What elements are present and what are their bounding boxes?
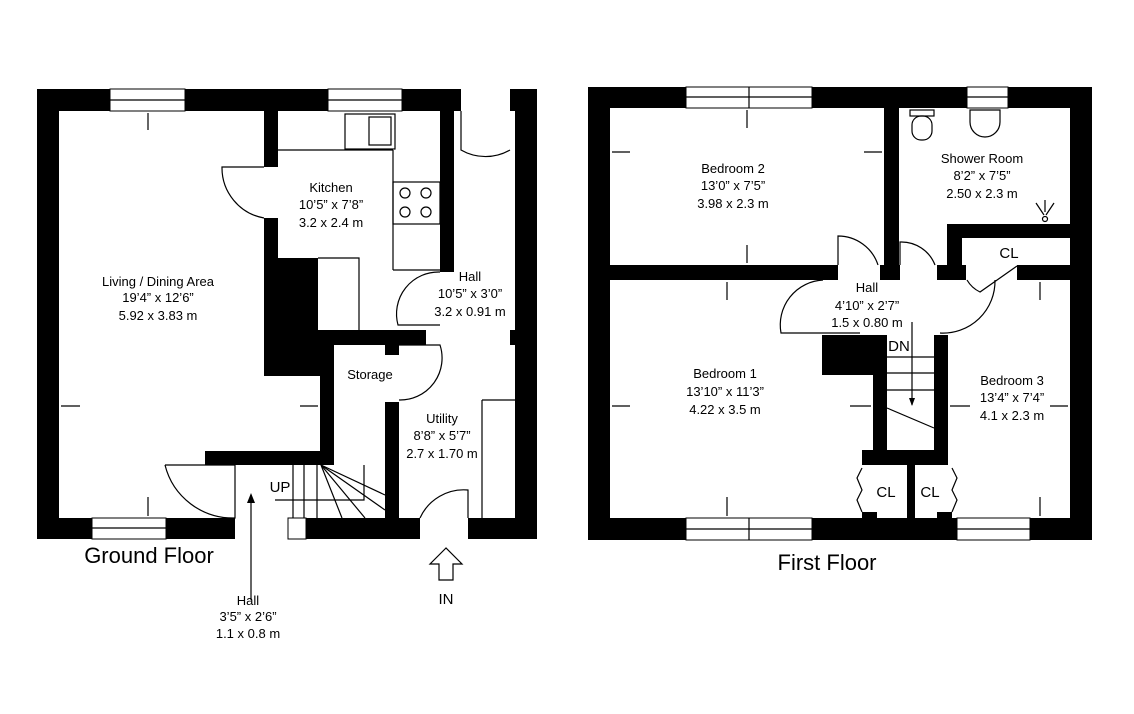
room-metric: 3.98 x 2.3 m (697, 196, 769, 211)
room-name: Living / Dining Area (102, 274, 215, 289)
entrance-arrow-icon (428, 547, 464, 581)
floor-title: First Floor (778, 550, 877, 575)
ground-floor-windows (91, 88, 403, 540)
room-imperial: 10’5” x 7’8” (299, 197, 363, 212)
toilet-icon (909, 109, 935, 117)
sink-icon (344, 113, 396, 150)
room-metric: 3.2 x 0.91 m (434, 304, 506, 319)
room-metric: 2.7 x 1.70 m (406, 446, 478, 461)
room-name: Kitchen (309, 180, 352, 195)
room-metric: 1.1 x 0.8 m (216, 626, 280, 641)
room-metric: 5.92 x 3.83 m (119, 308, 198, 323)
kitchen-fixtures (278, 113, 441, 330)
room-metric: 4.1 x 2.3 m (980, 408, 1044, 423)
room-name: Bedroom 2 (701, 161, 765, 176)
room-imperial: 13’0” x 7’5” (701, 178, 765, 193)
room-metric: 4.22 x 3.5 m (689, 402, 761, 417)
ground-floor-plan: Living / Dining Area 19’4” x 12’6” 5.92 … (37, 88, 537, 641)
room-name: Hall (237, 593, 260, 608)
basin-icon (969, 109, 1001, 138)
stairs-up-label: UP (270, 479, 291, 496)
room-name: Hall (856, 280, 879, 295)
room-name: Utility (426, 411, 458, 426)
first-floor-windows (685, 86, 1031, 541)
dimension-arrows (612, 110, 1068, 516)
room-metric: 1.5 x 0.80 m (831, 315, 903, 330)
room-imperial: 4’10” x 2’7” (835, 298, 899, 313)
ground-floor-stairs (247, 464, 386, 600)
room-imperial: 13’10” x 11’3” (686, 384, 764, 399)
room-metric: 2.50 x 2.3 m (946, 186, 1018, 201)
ground-floor-walls (37, 89, 537, 539)
first-floor-doors (779, 235, 1018, 513)
room-imperial: 13’4” x 7’4” (980, 390, 1044, 405)
room-name: Hall (459, 269, 482, 284)
room-name: Bedroom 3 (980, 373, 1044, 388)
bathroom-fixtures (909, 109, 1055, 223)
light-icon (1041, 215, 1049, 223)
entrance-label: IN (439, 591, 454, 608)
first-floor-stairs (886, 322, 935, 429)
room-metric: 3.2 x 2.4 m (299, 215, 363, 230)
floor-title: Ground Floor (84, 543, 214, 568)
room-name: Shower Room (941, 151, 1023, 166)
room-imperial: 8’8” x 5’7” (413, 428, 470, 443)
closet-label: CL (999, 245, 1018, 262)
closet-label: CL (876, 484, 895, 501)
room-name: Storage (347, 367, 393, 382)
first-floor-plan: Bedroom 2 13’0” x 7’5” 3.98 x 2.3 m Show… (588, 86, 1092, 575)
room-imperial: 10’5” x 3’0” (438, 286, 502, 301)
hob-icon (392, 181, 441, 225)
room-imperial: 19’4” x 12’6” (122, 290, 194, 305)
stairs-down-label: DN (888, 338, 910, 355)
closet-label: CL (920, 484, 939, 501)
dimension-arrows (61, 113, 318, 516)
ground-floor-doors (164, 111, 515, 519)
room-imperial: 3’5” x 2’6” (219, 609, 276, 624)
room-imperial: 8’2” x 7’5” (953, 168, 1010, 183)
room-name: Bedroom 1 (693, 366, 757, 381)
